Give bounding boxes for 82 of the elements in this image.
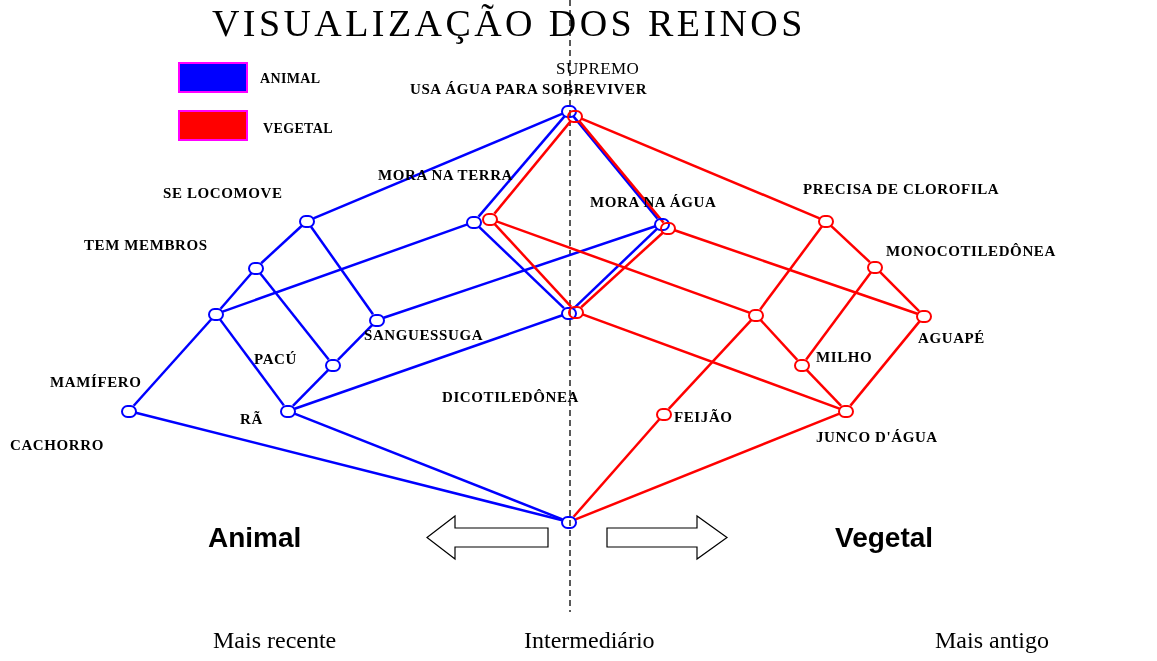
connector-line <box>496 220 750 314</box>
connector-line <box>575 412 840 521</box>
lattice-node <box>818 214 834 228</box>
lattice-node <box>248 261 264 275</box>
connector-line <box>572 115 659 220</box>
axis-label: Mais antigo <box>935 628 1049 652</box>
node-label: MAMÍFERO <box>50 375 142 390</box>
lattice-node <box>280 404 296 418</box>
node-label: JUNCO D'ÁGUA <box>816 430 938 445</box>
connector-line <box>292 369 329 407</box>
lattice-node <box>748 308 764 322</box>
connector-line <box>383 225 656 319</box>
node-label: USA ÁGUA PARA SOBREVIVER <box>410 82 648 97</box>
connector-line <box>219 318 285 407</box>
connector-line <box>879 271 920 312</box>
axis-label: Vegetal <box>835 524 934 552</box>
node-label: SE LOCOMOVE <box>163 186 283 201</box>
connector-line <box>478 225 565 310</box>
lattice-node <box>867 260 883 274</box>
lattice-node <box>561 515 577 529</box>
connector-line <box>477 115 566 218</box>
node-label: FEIJÃO <box>674 410 733 425</box>
connector-line <box>805 271 872 361</box>
connector-line <box>219 272 253 310</box>
connector-line <box>759 225 823 311</box>
connector-line <box>759 319 799 361</box>
lattice-node <box>838 404 854 418</box>
lattice-node <box>466 215 482 229</box>
connector-line <box>135 411 563 522</box>
axis-label: Animal <box>208 524 302 552</box>
connector-line <box>578 120 665 224</box>
lattice-node <box>482 212 498 226</box>
connector-line <box>260 224 303 265</box>
lattice-node <box>121 404 137 418</box>
diagram-title: VISUALIZAÇÃO DOS REINOS <box>212 4 806 42</box>
connector-line <box>805 369 843 407</box>
node-label: PACÚ <box>254 352 297 367</box>
connector-line <box>580 117 821 220</box>
lattice-node <box>654 217 670 231</box>
connector-line <box>259 272 330 361</box>
axis-label: DICOTILEDÔNEA <box>442 390 579 405</box>
lattice-node <box>794 358 810 372</box>
node-label: SUPREMO <box>556 60 640 77</box>
connector-line <box>294 412 563 521</box>
node-label: PRECISA DE CLOROFILA <box>803 182 1000 197</box>
lattice-node <box>656 407 672 421</box>
lattice-node <box>208 307 224 321</box>
legend-label: ANIMAL <box>260 70 321 88</box>
lattice-node <box>660 221 676 235</box>
legend-label: VEGETAL <box>263 120 333 138</box>
connector-line <box>674 229 918 315</box>
lattice-node <box>325 358 341 372</box>
node-label: TEM MEMBROS <box>84 238 208 253</box>
connector-line <box>493 120 572 215</box>
lattice-node <box>299 214 315 228</box>
connector-line <box>312 112 564 220</box>
connector-line <box>849 320 921 407</box>
connector-line <box>310 226 374 315</box>
lattice-node <box>369 313 385 327</box>
lattice-node <box>561 104 577 118</box>
lattice-node <box>916 309 932 323</box>
connector-line <box>222 223 468 313</box>
connector-line <box>580 231 664 309</box>
connector-line <box>493 223 573 308</box>
connector-line <box>132 318 213 407</box>
connector-line <box>572 418 661 518</box>
connector-line <box>294 314 563 410</box>
axis-label: Intermediário <box>524 628 655 652</box>
node-label: MILHO <box>816 350 873 365</box>
lattice-node <box>567 109 583 123</box>
lattice-node <box>568 305 584 319</box>
connector-line <box>337 324 373 361</box>
axis-label: Mais recente <box>213 628 337 652</box>
node-label: RÃ <box>240 412 263 427</box>
lattice-node <box>561 306 577 320</box>
node-label: CACHORRO <box>10 438 104 453</box>
connector-line <box>667 319 753 410</box>
node-label: SANGUESSUGA <box>364 328 484 343</box>
connector-line <box>582 313 840 410</box>
node-label: AGUAPÉ <box>918 331 985 346</box>
node-label: MONOCOTILEDÔNEA <box>886 244 1056 259</box>
connector-line <box>830 224 871 264</box>
